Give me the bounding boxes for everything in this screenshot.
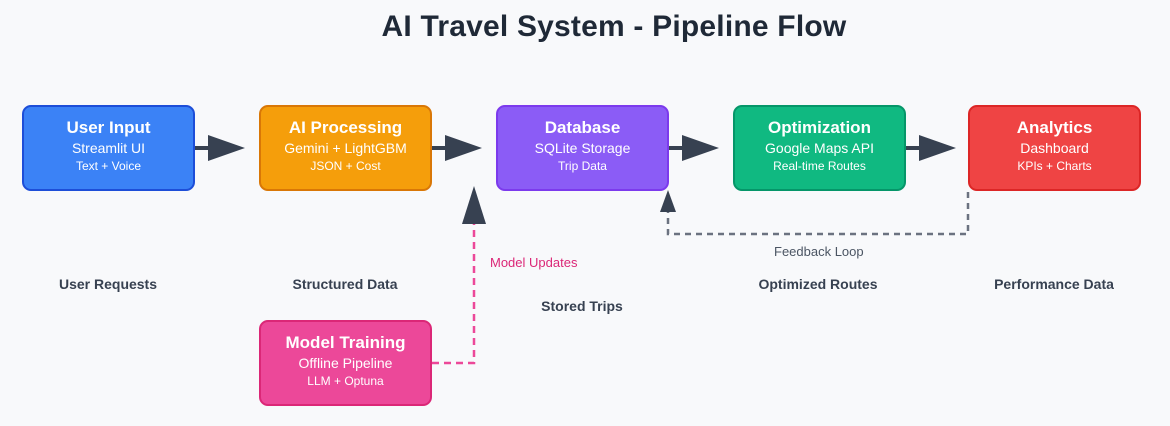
stage-database: Database SQLite Storage Trip Data (496, 105, 669, 191)
stage-name: Optimization (768, 118, 871, 137)
forward-arrow-3 (669, 135, 719, 161)
stage-model-training: Model Training Offline Pipeline LLM + Op… (259, 320, 432, 406)
stage-detail: LLM + Optuna (307, 374, 384, 388)
forward-arrow-2 (432, 135, 482, 161)
stage-detail: Trip Data (558, 159, 607, 173)
model-updates-label: Model Updates (490, 255, 578, 270)
stage-sub: Offline Pipeline (298, 355, 393, 371)
stage-name: Analytics (1016, 118, 1093, 137)
stage-detail: Text + Voice (75, 159, 142, 173)
feedback-loop-connector (660, 190, 970, 236)
caption-performance-data: Performance Data (994, 276, 1114, 292)
stage-user-input: User Input Streamlit UI Text + Voice (22, 105, 195, 191)
stage-sub: Google Maps API (765, 140, 874, 156)
stage-name: Database (544, 118, 621, 137)
stage-optimization: Optimization Google Maps API Real-time R… (733, 105, 906, 191)
stage-name: User Input (66, 118, 151, 137)
stage-detail: JSON + Cost (310, 159, 381, 173)
stage-sub: SQLite Storage (534, 140, 631, 156)
model-updates-connector (432, 186, 486, 365)
stage-sub: Gemini + LightGBM (284, 140, 407, 156)
caption-structured-data: Structured Data (292, 276, 398, 292)
stage-detail: KPIs + Charts (1017, 159, 1092, 173)
stage-detail: Real-time Routes (773, 159, 866, 173)
stage-name: AI Processing (288, 118, 403, 137)
diagram-title: AI Travel System - Pipeline Flow (381, 10, 847, 43)
forward-arrow-4 (906, 135, 956, 161)
stage-analytics: Analytics Dashboard KPIs + Charts (968, 105, 1141, 191)
stage-sub: Dashboard (1020, 140, 1089, 156)
forward-arrow-1 (195, 135, 245, 161)
stage-name: Model Training (285, 333, 406, 352)
caption-stored-trips: Stored Trips (541, 298, 623, 314)
feedback-loop-label: Feedback Loop (774, 244, 864, 259)
caption-user-requests: User Requests (58, 276, 158, 292)
caption-optimized-routes: Optimized Routes (758, 276, 878, 292)
stage-sub: Streamlit UI (71, 140, 146, 156)
stage-ai-processing: AI Processing Gemini + LightGBM JSON + C… (259, 105, 432, 191)
